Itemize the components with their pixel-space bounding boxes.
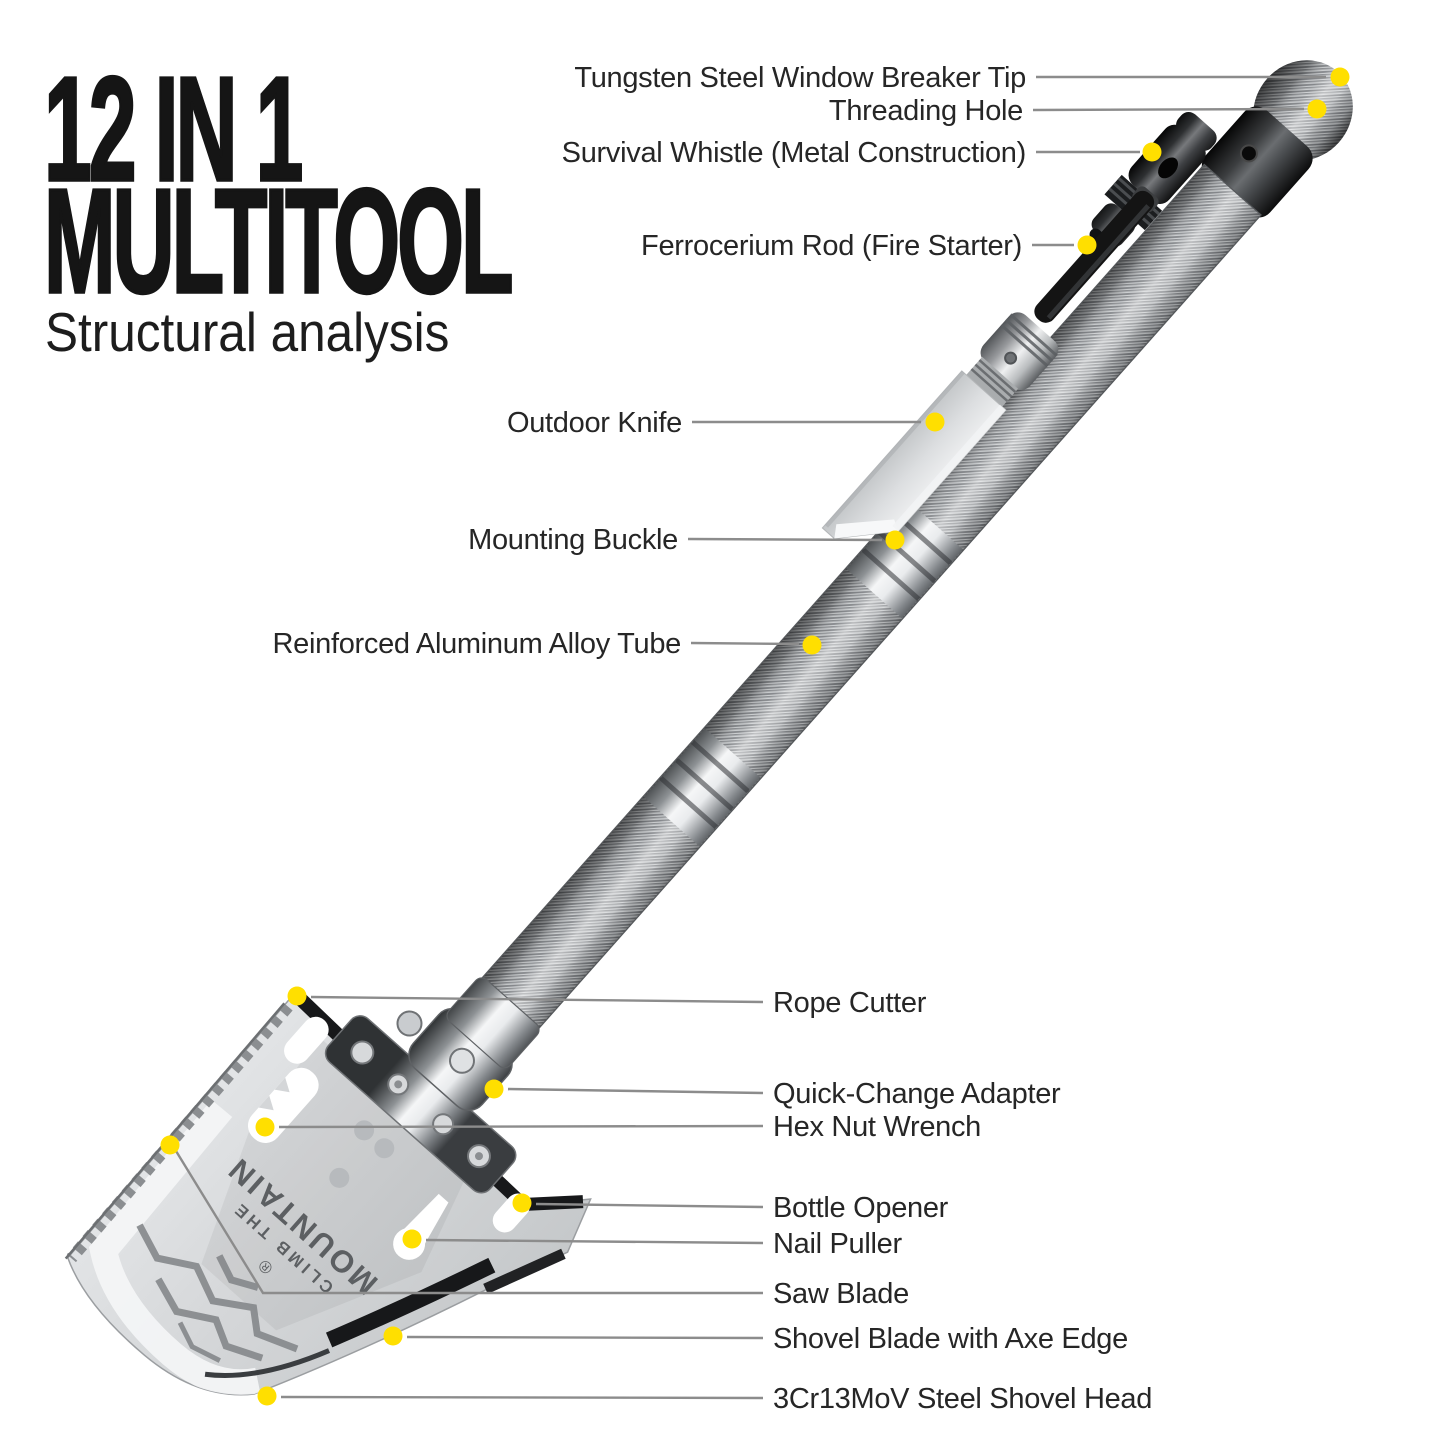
leader-line (507, 1087, 764, 1095)
hex-wrench-tooth-2 (258, 1095, 274, 1111)
callout-dot (885, 530, 905, 550)
leader-line (687, 537, 883, 542)
callout-label: Shovel Blade with Axe Edge (773, 1323, 1128, 1355)
knife-cap (980, 312, 1059, 391)
title-line-2: MULTITOOL (43, 159, 515, 324)
callout-hex-nut-wrench: Hex Nut Wrench (255, 1111, 981, 1143)
callout-dot (402, 1229, 422, 1249)
knife-spine-highlight (892, 404, 1006, 532)
callout-ferro-rod: Ferrocerium Rod (Fire Starter) (641, 230, 1097, 262)
callout-label: Saw Blade (773, 1278, 909, 1310)
whistle-hole (1158, 157, 1179, 179)
leader-line (174, 1150, 763, 1295)
callout-outdoor-knife: Outdoor Knife (507, 407, 945, 439)
callout-dot (257, 1386, 277, 1406)
callout-dot (1077, 235, 1097, 255)
callout-dot (1142, 142, 1162, 162)
leader-line (535, 1202, 764, 1209)
callout-dot (802, 635, 822, 655)
callout-label: Survival Whistle (Metal Construction) (562, 137, 1026, 169)
callout-label: Threading Hole (829, 95, 1023, 127)
rope-cutter-slot (284, 1016, 329, 1064)
callout-threading-hole: Threading Hole (829, 95, 1327, 127)
callout-label: Tungsten Steel Window Breaker Tip (574, 62, 1026, 94)
knife-lanyard-hole (1004, 351, 1018, 365)
callout-label: Ferrocerium Rod (Fire Starter) (641, 230, 1022, 262)
callout-dot (925, 412, 945, 432)
callout-mounting-buckle: Mounting Buckle (468, 524, 905, 556)
blade-hole-3 (329, 1167, 350, 1188)
callout-dot (512, 1193, 532, 1213)
callout-dot (160, 1135, 180, 1155)
callout-shovel-head-steel: 3Cr13MoV Steel Shovel Head (257, 1383, 1152, 1415)
callout-dot (383, 1326, 403, 1346)
callout-window-breaker-tip: Tungsten Steel Window Breaker Tip (574, 62, 1350, 94)
outdoor-knife (821, 312, 1059, 540)
leader-line (310, 995, 764, 1004)
callout-rope-cutter: Rope Cutter (287, 986, 927, 1019)
callout-nail-puller: Nail Puller (402, 1228, 903, 1260)
knife-tip-bevel (834, 519, 899, 539)
callout-shovel-axe-edge: Shovel Blade with Axe Edge (383, 1323, 1128, 1355)
mounting-buckle-ring (846, 500, 963, 619)
callout-dot (287, 986, 307, 1006)
blade-hole-2 (374, 1138, 395, 1159)
bracket-bolt-4 (350, 1040, 375, 1065)
saw-edge-line (64, 1002, 286, 1260)
callout-label: Outdoor Knife (507, 407, 682, 439)
callout-saw-blade: Saw Blade (160, 1135, 909, 1310)
leader-line (280, 1395, 764, 1400)
blade-sharpened-bevel (88, 1099, 261, 1397)
callouts: Tungsten Steel Window Breaker Tip Thread… (160, 62, 1350, 1415)
callout-dot (255, 1117, 275, 1137)
callout-label: 3Cr13MoV Steel Shovel Head (773, 1383, 1152, 1415)
threading-hole (1239, 144, 1258, 163)
axe-edge-dark-band (325, 1257, 496, 1348)
saw-teeth (66, 1002, 293, 1263)
leader-line (278, 1124, 764, 1129)
mountain-etching (136, 1223, 299, 1363)
blade-wing-outer-trim (483, 1248, 566, 1294)
callout-label: Hex Nut Wrench (773, 1111, 981, 1143)
callout-label: Rope Cutter (773, 987, 927, 1019)
handle-rod (446, 60, 1353, 1069)
leader-line (425, 1238, 764, 1245)
callout-label: Mounting Buckle (468, 524, 678, 556)
ferro-rod (1034, 186, 1159, 323)
leader-line (690, 641, 800, 646)
callout-quick-change-adapter: Quick-Change Adapter (484, 1078, 1061, 1110)
wing-screw (396, 1010, 423, 1037)
callout-label: Reinforced Aluminum Alloy Tube (273, 628, 682, 660)
callout-alloy-tube: Reinforced Aluminum Alloy Tube (273, 628, 822, 660)
callout-bottle-opener: Bottle Opener (512, 1192, 949, 1224)
adapter-collar (446, 977, 540, 1069)
blade-hole-1 (354, 1120, 375, 1141)
callout-dot (1307, 99, 1327, 119)
leader-line (1032, 107, 1305, 112)
tube-joint-ring (643, 728, 761, 847)
tip-edge-line (204, 1348, 331, 1378)
callout-dot (484, 1079, 504, 1099)
callout-dot (1330, 67, 1350, 87)
callout-label: Nail Puller (773, 1228, 902, 1260)
bracket-bolt-2 (432, 1113, 455, 1136)
hinge-pin (448, 1047, 475, 1074)
title-line-1: 12 IN 1 (43, 47, 304, 212)
leader-line (406, 1335, 764, 1340)
title-subtitle: Structural analysis (45, 301, 450, 363)
callout-label: Bottle Opener (773, 1192, 949, 1224)
callout-label: Quick-Change Adapter (773, 1078, 1061, 1110)
callout-survival-whistle: Survival Whistle (Metal Construction) (562, 137, 1162, 169)
multitool-product-render: ® CLIMB THE MOUNTAIN (64, 60, 1353, 1397)
hex-wrench-tooth-1 (274, 1077, 290, 1093)
